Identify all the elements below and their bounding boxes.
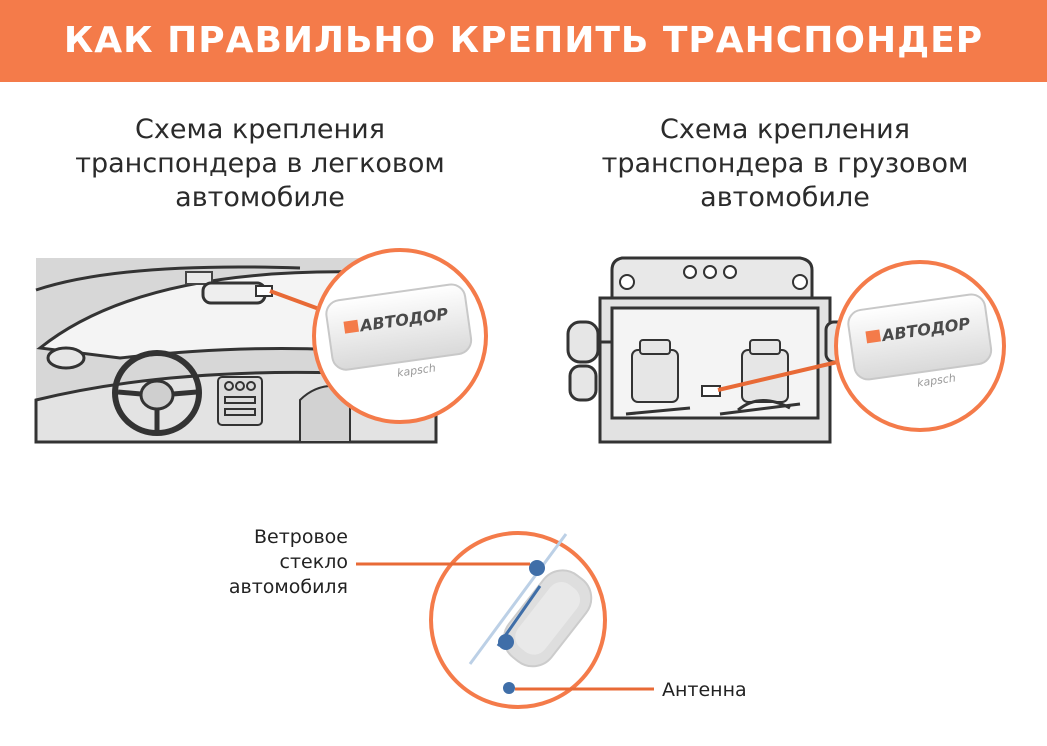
antenna-label: Антенна bbox=[662, 679, 747, 701]
truck-front-illustration bbox=[566, 256, 848, 444]
truck-caption-line-2: транспондера в грузовом bbox=[601, 148, 969, 179]
windshield-dot bbox=[529, 560, 545, 576]
car-caption-line-3: автомобиле bbox=[175, 182, 345, 213]
windshield-glass bbox=[468, 533, 568, 665]
page-title: КАК ПРАВИЛЬНО КРЕПИТЬ ТРАНСПОНДЕР bbox=[63, 20, 984, 61]
windshield-label-line-3: автомобиля bbox=[228, 576, 348, 598]
antenna-dot bbox=[498, 634, 514, 650]
antenna-label-dot bbox=[503, 682, 515, 694]
truck-device-zoom: АВТОДОР kapsch bbox=[834, 260, 1006, 432]
truck-leader-line bbox=[717, 358, 847, 392]
windshield-label: Ветровое стекло автомобиля bbox=[180, 525, 348, 600]
car-transponder-mark bbox=[255, 285, 273, 297]
device-maker-text: kapsch bbox=[916, 371, 956, 389]
avtodor-logo-icon bbox=[343, 319, 359, 334]
device-side-view bbox=[503, 569, 593, 668]
car-device-zoom: АВТОДОР kapsch bbox=[312, 248, 488, 424]
steering-wheel-icon bbox=[112, 350, 202, 436]
truck-transponder-mark bbox=[701, 385, 721, 397]
car-caption: Схема крепления транспондера в легковом … bbox=[30, 113, 490, 215]
avtodor-logo-icon bbox=[865, 329, 881, 344]
truck-caption-line-1: Схема крепления bbox=[660, 114, 910, 145]
truck-caption: Схема крепления транспондера в грузовом … bbox=[555, 113, 1015, 215]
car-caption-line-1: Схема крепления bbox=[135, 114, 385, 145]
windshield-label-line-1: Ветровое bbox=[254, 526, 348, 548]
transponder-device-icon bbox=[847, 293, 993, 381]
mounting-detail bbox=[356, 531, 654, 709]
truck-caption-line-3: автомобиле bbox=[700, 182, 870, 213]
transponder-device-icon bbox=[325, 283, 473, 371]
car-caption-line-2: транспондера в легковом bbox=[75, 148, 445, 179]
windshield-label-line-2: стекло bbox=[279, 551, 348, 573]
device-maker-text: kapsch bbox=[396, 361, 436, 379]
header-banner bbox=[0, 0, 1047, 82]
